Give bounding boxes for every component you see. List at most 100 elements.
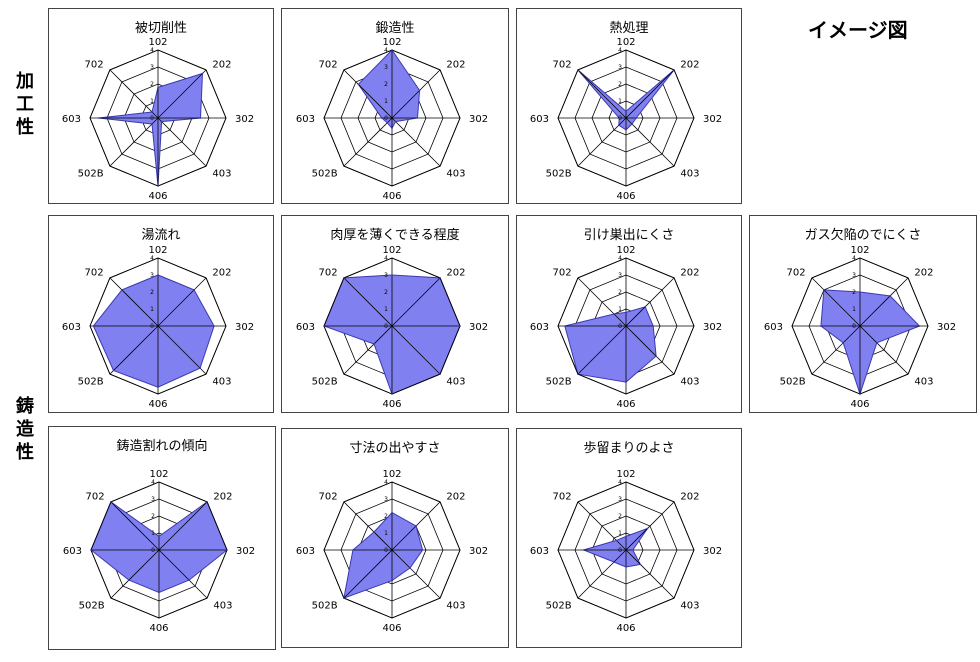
axis-spoke: [625, 117, 675, 167]
axis-label: 702: [553, 492, 572, 503]
series-area: [581, 527, 649, 568]
tick-label: 3: [384, 272, 388, 279]
axis-spoke: [157, 325, 207, 375]
tick-label: 1: [384, 306, 388, 313]
grid-outer: [90, 481, 228, 619]
axis-label: 403: [680, 376, 699, 387]
data-point: [418, 89, 421, 92]
data-point: [577, 373, 579, 375]
grid-outer: [557, 49, 695, 187]
data-point: [421, 549, 424, 551]
tick-label: 4: [852, 255, 856, 262]
data-point: [193, 289, 195, 291]
data-point: [416, 117, 419, 119]
tick-label: 1: [618, 530, 622, 537]
axis-label: 502B: [546, 600, 572, 611]
radar-title: 鍛造性: [375, 21, 415, 36]
axis-label: 702: [553, 268, 572, 279]
tick-label: 2: [618, 513, 622, 520]
tick-label: 0: [384, 323, 388, 330]
axis-label: 406: [616, 191, 635, 202]
grid-outer: [323, 481, 461, 619]
grid-outer: [557, 257, 695, 395]
data-point: [635, 117, 637, 119]
tick-label: 3: [384, 64, 388, 71]
tick-label: 1: [150, 306, 154, 313]
axis-label: 102: [616, 469, 635, 480]
tick-label: 2: [384, 513, 388, 520]
axis-label: 102: [148, 37, 167, 48]
axis-label: 202: [680, 60, 699, 71]
axis-label: 202: [212, 60, 231, 71]
data-point: [613, 561, 615, 563]
data-point: [820, 325, 822, 327]
series-area: [357, 49, 421, 130]
axis-spoke: [109, 69, 159, 119]
data-point: [391, 274, 393, 276]
data-point: [625, 129, 627, 131]
data-point: [415, 525, 417, 527]
data-point: [97, 117, 100, 119]
axis-spoke: [343, 325, 393, 375]
tick-label: 4: [150, 47, 154, 54]
tick-label: 2: [384, 81, 388, 88]
data-point: [918, 325, 921, 327]
radar-title: 寸法の出やすさ: [349, 441, 441, 456]
axis-label: 202: [213, 492, 232, 503]
data-point: [373, 343, 375, 345]
axis-spoke: [625, 325, 675, 375]
data-point: [859, 291, 861, 293]
tick-label: 3: [618, 64, 622, 71]
axis-label: 406: [616, 623, 635, 634]
axis-spoke: [859, 277, 909, 327]
axis-label: 603: [62, 322, 81, 333]
tick-label: 2: [384, 289, 388, 296]
axis-label: 102: [382, 37, 401, 48]
axis-spoke: [811, 325, 861, 375]
data-point: [625, 535, 627, 538]
data-point: [157, 386, 159, 388]
axis-label: 202: [680, 492, 699, 503]
data-point: [391, 579, 393, 582]
axis-spoke: [343, 549, 393, 599]
tick-label: 4: [151, 479, 155, 486]
grid-outer: [89, 257, 227, 395]
radar-title: 歩留まりのよさ: [583, 441, 675, 456]
axis-spoke: [577, 325, 627, 375]
axis-label: 403: [212, 168, 231, 179]
axis-label: 102: [616, 37, 635, 48]
tick-label: 3: [618, 272, 622, 279]
axis-label: 302: [703, 546, 722, 557]
tick-label: 1: [618, 98, 622, 105]
axis-label: 302: [235, 114, 254, 125]
axis-spoke: [625, 69, 675, 119]
axis-label: 403: [914, 376, 933, 387]
data-point: [323, 325, 325, 327]
data-point: [92, 325, 95, 327]
axis-label: 406: [149, 623, 168, 634]
data-point: [201, 72, 204, 75]
tick-label: 0: [618, 323, 622, 330]
axis-spoke: [391, 117, 441, 167]
data-point: [226, 549, 228, 551]
axis-label: 202: [212, 268, 231, 279]
axis-spoke: [343, 501, 393, 551]
data-point: [128, 579, 130, 581]
axis-spoke: [577, 117, 627, 167]
axis-label: 403: [213, 600, 232, 611]
axis-label: 403: [446, 376, 465, 387]
data-point: [459, 325, 461, 327]
axis-spoke: [577, 277, 627, 327]
data-point: [859, 393, 861, 395]
group-label-processability: 加 工 性: [16, 71, 34, 138]
data-point: [673, 69, 675, 71]
axis-spoke: [110, 501, 160, 551]
tick-label: 1: [384, 98, 388, 105]
